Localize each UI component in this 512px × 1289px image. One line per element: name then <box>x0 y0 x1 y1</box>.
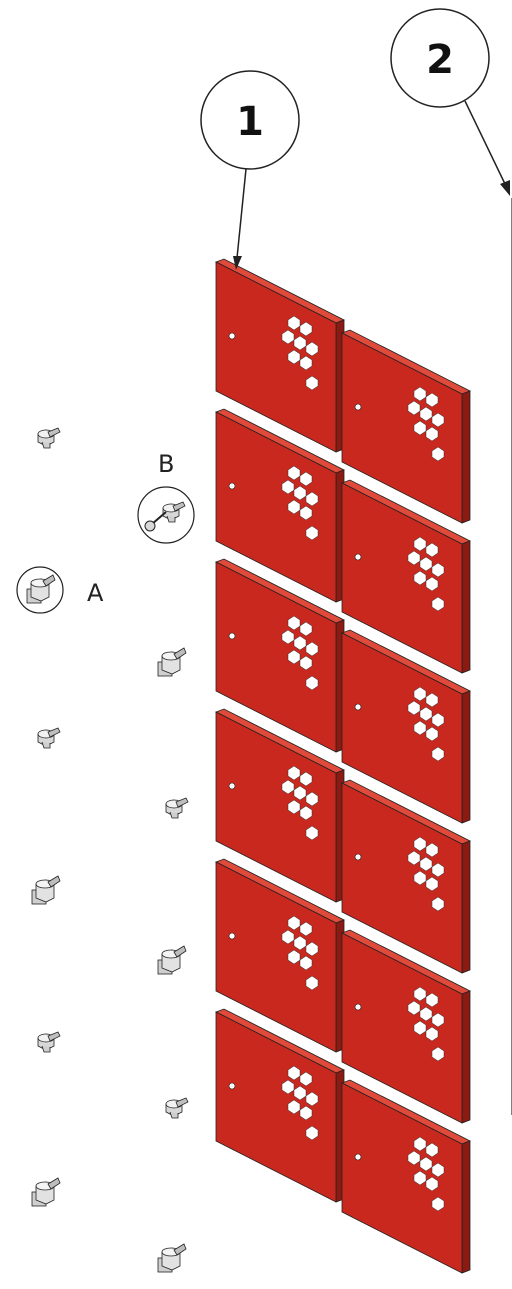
callout-2-number: 2 <box>426 37 454 83</box>
cam-lock-icon <box>37 427 61 449</box>
cam-lock-icon <box>165 797 189 819</box>
lock-column-inner <box>157 647 189 1273</box>
key-lock-icon <box>144 501 186 532</box>
cam-lock-icon <box>37 1031 61 1053</box>
callout-1-arrowhead <box>233 256 242 270</box>
cam-lock-icon <box>157 1243 187 1273</box>
detail-label-b: B <box>158 450 174 478</box>
cam-lock-icon <box>157 945 187 975</box>
cam-lock-icon <box>31 1177 61 1207</box>
cam-lock-icon <box>157 647 187 677</box>
detail-label-a: A <box>87 579 104 607</box>
callout-1: 1 <box>200 70 300 270</box>
detail-a: A <box>16 566 104 614</box>
door-column-right <box>341 329 471 1274</box>
cam-lock-icon <box>31 875 61 905</box>
cam-lock-icon <box>37 727 61 749</box>
callout-2: 2 <box>390 8 510 196</box>
callout-2-arrowhead <box>500 180 510 196</box>
cam-lock-icon <box>165 1097 189 1119</box>
lock-column-outer <box>31 427 61 1207</box>
door-column-left <box>215 258 345 1203</box>
callout-1-number: 1 <box>236 99 264 145</box>
detail-b: B <box>137 450 195 544</box>
